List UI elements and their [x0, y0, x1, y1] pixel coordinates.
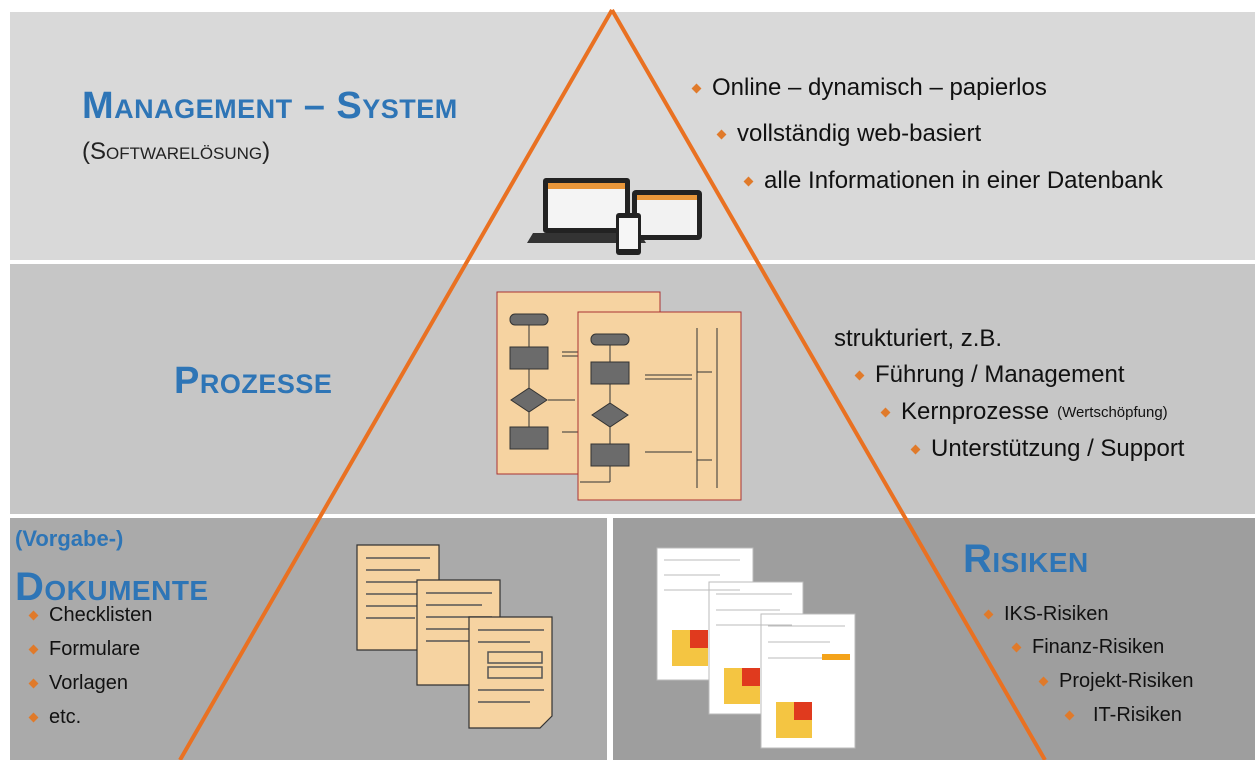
dokumente-bullet-1: Checklisten — [28, 604, 152, 627]
dokumente-bullet-2: Formulare — [28, 638, 140, 661]
risiken-title: Risiken — [963, 537, 1089, 581]
bullet-diamond-icon — [880, 407, 891, 417]
management-title: Management – System — [82, 85, 458, 127]
bullet-diamond-icon — [743, 176, 754, 186]
management-bullet-3: alle Informationen in einer Datenbank — [743, 167, 1163, 195]
dokumente-bullet-3: Vorlagen — [28, 672, 128, 695]
risiken-bullet-2: Finanz-Risiken — [1011, 636, 1164, 659]
bullet-diamond-icon — [910, 444, 921, 454]
risk-report-icon — [656, 547, 856, 749]
bullet-diamond-icon — [716, 129, 727, 139]
risiken-bullet-3: Projekt-Risiken — [1038, 670, 1193, 693]
prozesse-intro: strukturiert, z.B. — [834, 325, 1003, 352]
devices-icon — [527, 178, 702, 255]
bullet-diamond-icon — [1011, 642, 1022, 653]
bullet-diamond-icon — [28, 610, 39, 621]
risiken-bullet-1: IKS-Risiken — [983, 603, 1108, 626]
prozesse-bullet-1: Führung / Management — [854, 361, 1124, 389]
prozesse-title: Prozesse — [174, 360, 333, 402]
dokumente-title: Dokumente — [15, 565, 209, 609]
management-bullet-1: Online – dynamisch – papierlos — [691, 74, 1047, 102]
bullet-diamond-icon — [1064, 710, 1075, 721]
bullet-diamond-icon — [983, 609, 994, 620]
dokumente-prefix: (Vorgabe-) — [15, 526, 124, 551]
bullet-diamond-icon — [1038, 676, 1049, 687]
flowchart-icon — [496, 291, 742, 501]
bullet-diamond-icon — [28, 644, 39, 655]
management-subtitle: (Softwarelösung) — [82, 138, 271, 165]
pyramid-outline — [178, 9, 1047, 760]
bullet-diamond-icon — [28, 712, 39, 723]
prozesse-bullet-2: Kernprozesse (Wertschöpfung) — [880, 398, 1168, 426]
risiken-bullet-4: IT-Risiken — [1064, 704, 1182, 727]
prozesse-bullet-3: Unterstützung / Support — [910, 435, 1184, 463]
bullet-diamond-icon — [854, 370, 865, 380]
documents-icon — [356, 544, 553, 729]
bullet-diamond-icon — [28, 678, 39, 689]
dokumente-bullet-4: etc. — [28, 706, 81, 729]
management-bullet-2: vollständig web-basiert — [716, 120, 981, 148]
bullet-diamond-icon — [691, 83, 702, 93]
